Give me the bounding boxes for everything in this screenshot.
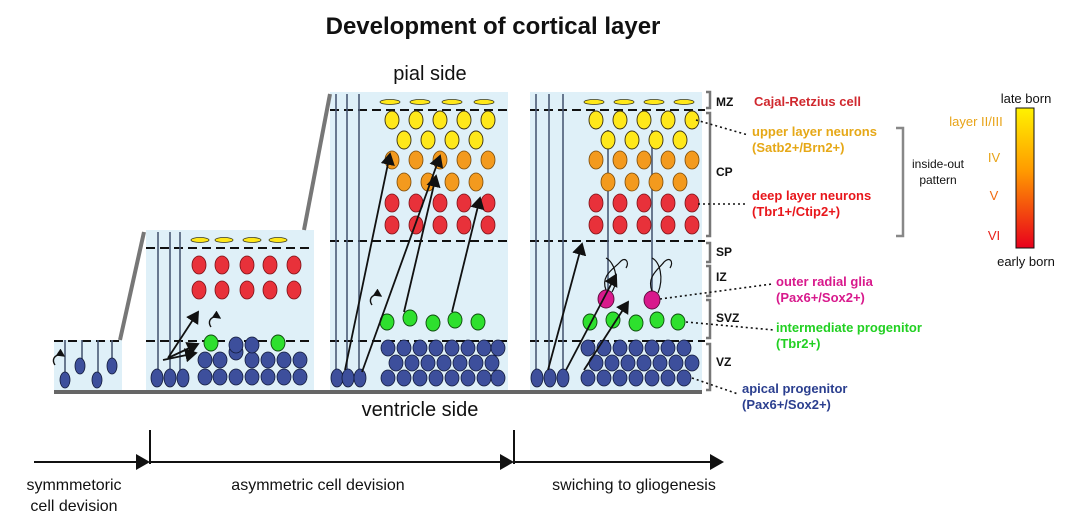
pial-side-label: pial side xyxy=(393,63,466,85)
zone-brackets xyxy=(706,90,712,392)
early-born-label: early born xyxy=(997,254,1055,269)
zone-label-vz: VZ xyxy=(716,355,731,369)
intermediate-progenitor-cells xyxy=(203,309,686,352)
zone-label-cp: CP xyxy=(716,165,733,179)
phase-2-label: asymmetric cell devision xyxy=(231,477,404,494)
layer-vi-label: VI xyxy=(988,228,1000,243)
apical-progenitor-cells xyxy=(59,336,700,389)
deep-layer-neuron-cells xyxy=(191,193,700,300)
growth-slope-1 xyxy=(118,231,146,341)
growth-slope-2 xyxy=(302,93,332,231)
layer-ii-iii-label: layer II/III xyxy=(949,114,1002,129)
deep-layer-label: deep layer neurons xyxy=(752,188,871,203)
diagram-title: Development of cortical layer xyxy=(326,13,661,40)
upper-layer-label: upper layer neurons xyxy=(752,124,877,139)
layer-iv-label: IV xyxy=(988,150,1001,165)
phase-1-label-line2: cell devision xyxy=(30,498,117,515)
zone-label-mz: MZ xyxy=(716,95,733,109)
cell-type-labels: Cajal-Retzius cell upper layer neurons (… xyxy=(742,94,922,412)
inside-out-bracket xyxy=(896,126,905,238)
cajal-retzius-label: Cajal-Retzius cell xyxy=(754,94,861,109)
birth-gradient-bar xyxy=(1015,107,1035,249)
migration-arrows xyxy=(162,152,629,373)
layer-v-label: V xyxy=(990,188,999,203)
intermediate-progenitor-markers: (Tbr2+) xyxy=(776,336,820,351)
birth-order-scale: late born early born layer II/III IV V V… xyxy=(949,91,1055,269)
outer-radial-glia-label: outer radial glia xyxy=(776,274,874,289)
zone-label-svz: SVZ xyxy=(716,311,739,325)
late-born-label: late born xyxy=(1001,91,1052,106)
upper-layer-neuron-cells xyxy=(384,110,700,150)
panel-stage-2 xyxy=(146,230,314,392)
phase-3-label: swiching to gliogenesis xyxy=(552,477,716,494)
developmental-timeline xyxy=(34,430,724,470)
timeline-arrowhead-2 xyxy=(500,454,514,470)
label-leader-lines xyxy=(659,119,775,395)
pattern-label: pattern xyxy=(919,173,956,187)
self-renewal-arrows xyxy=(52,288,383,366)
zone-label-sp: SP xyxy=(716,245,732,259)
deep-layer-markers: (Tbr1+/Ctip2+) xyxy=(752,204,840,219)
apical-progenitor-markers: (Pax6+/Sox2+) xyxy=(742,397,831,412)
timeline-arrowhead-3 xyxy=(710,454,724,470)
phase-1-label-line1: symmmetoric xyxy=(26,477,121,494)
apical-progenitor-label: apical progenitor xyxy=(742,381,847,396)
inside-out-label: inside-out xyxy=(912,157,965,171)
cajal-retzius-cells xyxy=(190,99,695,243)
timeline-arrowhead-1 xyxy=(136,454,150,470)
zone-label-iz: IZ xyxy=(716,270,727,284)
ventricle-side-label: ventricle side xyxy=(362,399,479,421)
intermediate-progenitor-label: intermediate progenitor xyxy=(776,320,922,335)
outer-radial-glia-markers: (Pax6+/Sox2+) xyxy=(776,290,865,305)
upper-layer-markers: (Satb2+/Brn2+) xyxy=(752,140,844,155)
